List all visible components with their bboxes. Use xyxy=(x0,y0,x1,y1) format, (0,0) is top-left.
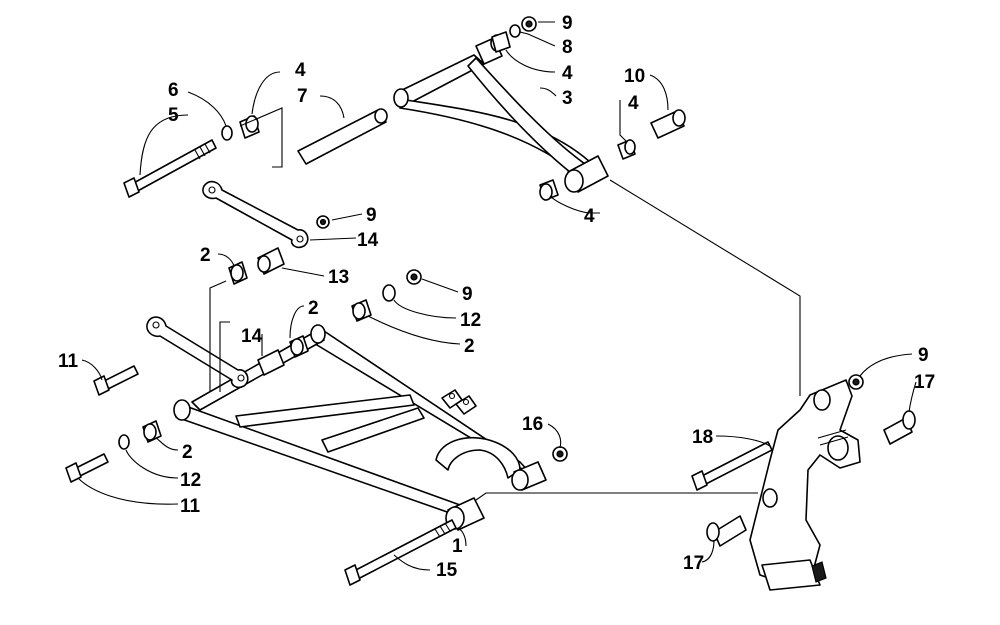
callout-7: 7 xyxy=(297,86,308,107)
callout-12-upper: 12 xyxy=(460,310,481,331)
callout-17-lower: 17 xyxy=(683,553,704,574)
callout-10: 10 xyxy=(624,66,645,87)
callout-16: 16 xyxy=(522,414,543,435)
callout-8: 8 xyxy=(562,37,573,58)
upper-a-arm xyxy=(393,34,609,193)
callout-4-lower: 4 xyxy=(584,206,595,227)
callout-14-lower: 14 xyxy=(241,326,263,347)
callout-4-right: 4 xyxy=(628,93,639,114)
callout-13: 13 xyxy=(328,267,349,288)
callout-9-lower: 9 xyxy=(462,284,473,305)
callout-18: 18 xyxy=(692,427,713,448)
callout-1: 1 xyxy=(452,536,463,557)
callout-9-link: 9 xyxy=(366,205,377,226)
link-rod-upper xyxy=(202,180,330,249)
callout-2-lower: 2 xyxy=(182,442,193,463)
callout-2-left: 2 xyxy=(200,245,211,266)
callout-6: 6 xyxy=(168,80,179,101)
lower-a-arm xyxy=(173,324,547,531)
callout-15: 15 xyxy=(436,560,458,581)
link-rod-lower xyxy=(146,316,249,389)
callout-11-upper: 11 xyxy=(58,351,79,372)
callout-labels: 9 8 4 3 10 4 4 4 7 6 5 9 14 2 13 2 14 9 … xyxy=(58,13,935,581)
callout-3: 3 xyxy=(562,88,573,109)
callout-4-left: 4 xyxy=(295,60,306,81)
callout-11-lower: 11 xyxy=(180,496,201,517)
callout-2-right: 2 xyxy=(464,336,475,357)
callout-9-knuckle: 9 xyxy=(918,345,929,366)
callout-4-top: 4 xyxy=(562,63,573,84)
callout-2-mid: 2 xyxy=(308,298,319,319)
leader-lines xyxy=(77,21,917,571)
assembly-lines xyxy=(209,107,801,501)
lower-hardware xyxy=(65,247,568,586)
callout-17-top: 17 xyxy=(914,372,935,393)
upper-hardware xyxy=(123,16,686,201)
callout-5: 5 xyxy=(168,105,179,126)
callout-9-top: 9 xyxy=(562,13,573,34)
steering-knuckle xyxy=(691,374,916,591)
callout-14-top: 14 xyxy=(357,230,379,251)
callout-12-lower: 12 xyxy=(180,470,201,491)
